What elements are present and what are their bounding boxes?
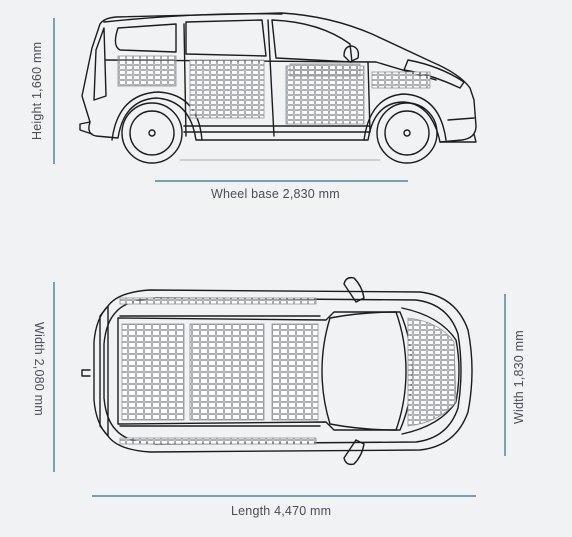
top-body-outline [93, 289, 473, 453]
side-solar-panels [117, 55, 431, 125]
height-label: Height 1,660 mm [30, 41, 44, 140]
dimension-lines [53, 18, 506, 497]
top-left-mirror [343, 276, 365, 303]
hood [401, 307, 460, 435]
width-mirrors-label: Width 2,080 mm [32, 322, 46, 416]
front-side-window [271, 19, 353, 63]
wheelbase-label: Wheel base 2,830 mm [211, 187, 340, 201]
front-wheel [376, 102, 438, 164]
windshield [321, 311, 407, 431]
top-right-mirror [343, 439, 365, 466]
length-label: Length 4,470 mm [231, 504, 332, 518]
side-mirror [343, 45, 360, 63]
top-solar-panels [119, 297, 457, 445]
rear-wheel [121, 102, 183, 164]
middle-side-window [185, 19, 267, 57]
rear-side-window [114, 23, 177, 53]
width-body-label: Width 1,830 mm [512, 330, 526, 424]
